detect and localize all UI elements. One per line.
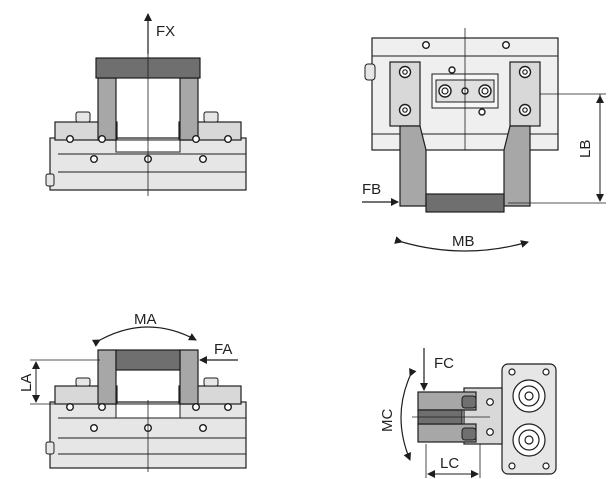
screws xyxy=(486,398,494,436)
jaw-bump xyxy=(75,111,91,123)
jaw-bump xyxy=(203,377,219,387)
jaw-bump xyxy=(75,377,91,387)
view-fb: LB FB MB xyxy=(362,28,606,252)
mb-label: MB xyxy=(452,233,475,250)
side-port xyxy=(45,441,55,455)
screws xyxy=(65,134,232,163)
ma-arrow xyxy=(91,326,197,347)
right-finger xyxy=(503,125,531,207)
side-port xyxy=(364,63,376,81)
fa-label: FA xyxy=(214,341,232,358)
lb-label: LB xyxy=(577,140,594,158)
fx-label: FX xyxy=(156,23,175,40)
fb-label: FB xyxy=(362,181,381,198)
mc-label: MC xyxy=(379,409,396,432)
port-fittings xyxy=(508,368,550,470)
workpiece-plate xyxy=(115,349,181,371)
screws xyxy=(65,403,232,433)
jaw-bump xyxy=(203,111,219,123)
ma-label: MA xyxy=(134,311,157,328)
finger-clamp xyxy=(461,395,477,409)
mb-arrow xyxy=(394,236,529,252)
screw-inner xyxy=(402,69,528,113)
screws xyxy=(398,41,532,117)
right-finger xyxy=(179,77,199,141)
la-label: LA xyxy=(18,374,35,392)
view-fa: LA FA MA xyxy=(18,311,247,472)
fc-label: FC xyxy=(434,355,454,372)
left-finger xyxy=(399,125,427,207)
view-fc: FC MC LC xyxy=(379,348,557,478)
lc-label: LC xyxy=(440,455,459,472)
left-finger xyxy=(97,349,117,405)
view-fx: FX xyxy=(45,13,247,196)
workpiece-plate xyxy=(425,193,505,213)
finger-clamp xyxy=(461,427,477,441)
left-finger xyxy=(97,77,117,141)
right-finger xyxy=(179,349,199,405)
side-port xyxy=(45,173,55,187)
mc-arrow xyxy=(400,367,417,461)
